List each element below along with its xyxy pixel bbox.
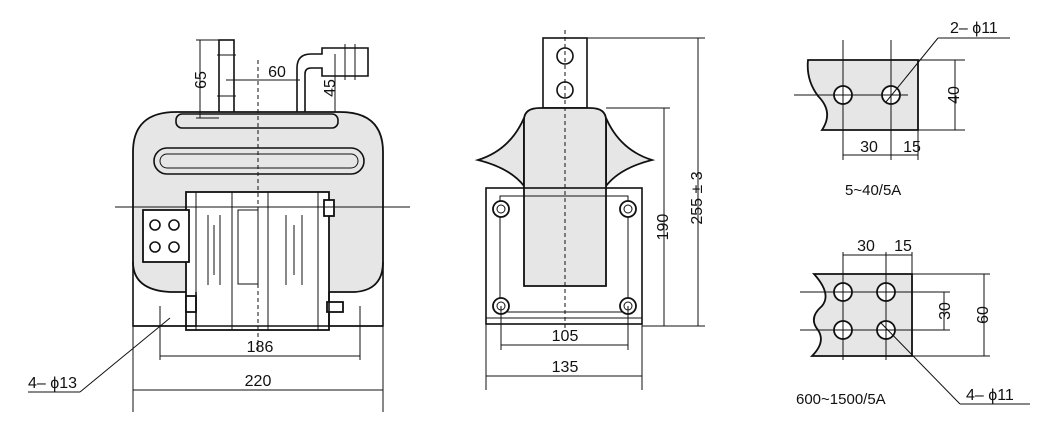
label-front-mount-holes: 4– ϕ13 [28, 375, 77, 392]
dim-front-220: 220 [245, 373, 272, 390]
dim-detail-small-15: 15 [903, 139, 921, 156]
dim-detail-large-60: 60 [975, 306, 992, 324]
side-body [523, 107, 607, 287]
front-view: 65 60 45 186 220 4– ϕ13 [28, 39, 410, 412]
detail-large-plate [809, 273, 913, 357]
dim-detail-small-30: 30 [860, 139, 878, 156]
front-terminal-right [296, 47, 369, 115]
dim-front-60: 60 [268, 64, 286, 81]
label-detail-large-holes: 4– ϕ11 [966, 387, 1014, 404]
detail-small: 2– ϕ11 40 30 15 5~40/5A [794, 20, 1010, 199]
dim-detail-large-30: 30 [857, 238, 875, 255]
side-base-plate [485, 187, 643, 325]
front-terminal-box [142, 209, 190, 263]
dim-front-45: 45 [322, 79, 339, 97]
side-flange-right [605, 117, 656, 189]
dim-front-65: 65 [193, 71, 210, 89]
caption-detail-large: 600~1500/5A [796, 391, 886, 408]
dim-side-190: 190 [655, 214, 672, 241]
front-terminal-left [218, 39, 235, 119]
dim-detail-small-40: 40 [946, 86, 963, 104]
dim-side-255: 255 ± 3 [689, 171, 706, 224]
caption-detail-small: 5~40/5A [845, 182, 901, 199]
dim-side-135: 135 [552, 359, 579, 376]
side-flange-left [474, 117, 525, 189]
dim-detail-large-15: 15 [894, 238, 912, 255]
dim-side-105: 105 [552, 328, 579, 345]
side-view: 255 ± 3 190 105 135 [474, 30, 706, 390]
dim-detail-large-hole-pitch: 30 [937, 302, 954, 320]
detail-large: 30 15 30 60 4– ϕ11 600~1500/5A [796, 238, 1030, 408]
dim-front-186: 186 [247, 339, 274, 356]
label-detail-small-holes: 2– ϕ11 [950, 20, 998, 37]
front-window-slot [153, 147, 365, 175]
